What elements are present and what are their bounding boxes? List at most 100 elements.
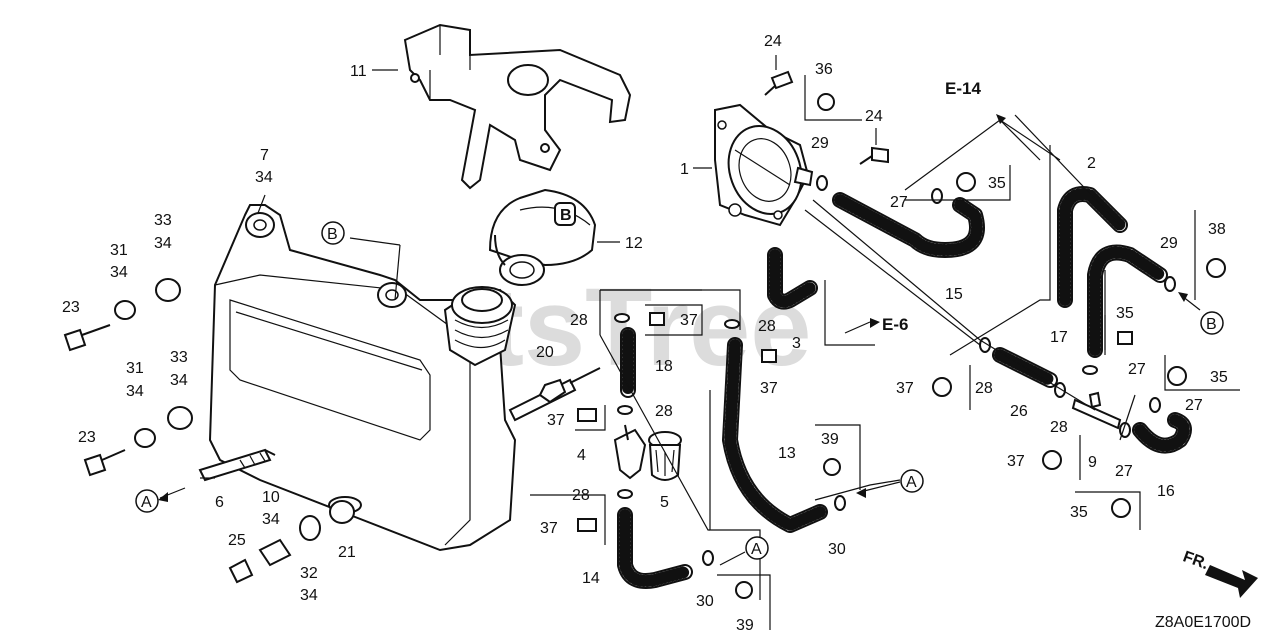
reference-arrows	[158, 114, 1201, 502]
hose-13	[722, 337, 828, 533]
callout-35[interactable]: 35	[1070, 504, 1088, 521]
hose-16	[1132, 412, 1192, 454]
ref-e14[interactable]: E-14	[945, 79, 981, 98]
svg-text:A: A	[906, 474, 917, 491]
callout-28[interactable]: 28	[572, 487, 590, 504]
callout-30[interactable]: 30	[828, 541, 846, 558]
front-arrow-icon	[1205, 565, 1258, 598]
callout-28[interactable]: 28	[1050, 419, 1068, 436]
callout-26[interactable]: 26	[1010, 403, 1028, 420]
washer-31b	[134, 428, 156, 448]
callout-27[interactable]: 27	[1115, 463, 1133, 480]
callout-27[interactable]: 27	[1185, 397, 1203, 414]
callout-31[interactable]: 31	[110, 242, 128, 259]
callout-27[interactable]: 27	[1128, 361, 1146, 378]
fuel-joint-20	[508, 367, 601, 422]
callout-39[interactable]: 39	[736, 617, 754, 634]
callout-35[interactable]: 35	[988, 175, 1006, 192]
callout-6[interactable]: 6	[215, 494, 224, 511]
callout-33[interactable]: 33	[170, 349, 188, 366]
callout-4[interactable]: 4	[577, 447, 586, 464]
callout-25[interactable]: 25	[228, 532, 246, 549]
small-clamps	[614, 175, 1176, 566]
callout-28[interactable]: 28	[758, 318, 776, 335]
callout-29[interactable]: 29	[1160, 235, 1178, 252]
callout-11[interactable]: 11	[350, 63, 367, 80]
washer-31a	[114, 300, 136, 320]
callout-30[interactable]: 30	[696, 593, 714, 610]
callout-10[interactable]: 10	[262, 489, 280, 506]
ref-marker-a3: A	[745, 536, 769, 560]
callout-35[interactable]: 35	[1116, 305, 1134, 322]
callout-17[interactable]: 17	[1050, 329, 1068, 346]
callout-34[interactable]: 34	[170, 372, 188, 389]
svg-text:B: B	[1206, 316, 1217, 333]
svg-text:B: B	[560, 207, 572, 224]
callout-37[interactable]: 37	[680, 312, 698, 329]
ref-marker-a2: A	[900, 469, 924, 493]
callout-2[interactable]: 2	[1087, 155, 1096, 172]
callout-32[interactable]: 32	[300, 565, 318, 582]
callout-15[interactable]: 15	[945, 286, 963, 303]
control-bracket	[403, 23, 632, 190]
callout-35[interactable]: 35	[1210, 369, 1228, 386]
callout-27[interactable]: 27	[890, 194, 908, 211]
washer-21	[329, 500, 355, 524]
ref-marker-b2: B	[1200, 311, 1224, 335]
fuel-pump	[714, 103, 814, 227]
callout-13[interactable]: 13	[778, 445, 796, 462]
callout-34[interactable]: 34	[126, 383, 144, 400]
callout-34[interactable]: 34	[154, 235, 172, 252]
hose-15	[832, 192, 985, 258]
callout-37[interactable]: 37	[547, 412, 565, 429]
front-label: FR.	[1181, 548, 1211, 573]
callout-39[interactable]: 39	[821, 431, 839, 448]
callout-37[interactable]: 37	[896, 380, 914, 397]
callout-16[interactable]: 16	[1157, 483, 1175, 500]
callout-33[interactable]: 33	[154, 212, 172, 229]
callout-29[interactable]: 29	[811, 135, 829, 152]
bolt-24a	[764, 70, 794, 96]
callout-28[interactable]: 28	[655, 403, 673, 420]
hose-3	[767, 247, 818, 310]
svg-text:A: A	[141, 494, 152, 511]
callout-21[interactable]: 21	[338, 544, 356, 561]
fuel-tank	[208, 204, 517, 552]
callout-24[interactable]: 24	[764, 33, 782, 50]
callout-36[interactable]: 36	[815, 61, 833, 78]
fuel-filter-4	[613, 424, 647, 480]
hose-17	[1087, 244, 1168, 358]
callout-37[interactable]: 37	[1007, 453, 1025, 470]
drain-plug-10	[258, 538, 292, 567]
callout-34[interactable]: 34	[300, 587, 318, 604]
callout-28[interactable]: 28	[570, 312, 588, 329]
grommet-33b	[167, 406, 193, 430]
callout-3[interactable]: 3	[792, 335, 801, 352]
callout-34[interactable]: 34	[262, 511, 280, 528]
ref-e6[interactable]: E-6	[882, 315, 908, 334]
callout-9[interactable]: 9	[1088, 454, 1097, 471]
diagram-code: Z8A0E1700D	[1155, 614, 1251, 631]
callout-34[interactable]: 34	[255, 169, 273, 186]
callout-38[interactable]: 38	[1208, 221, 1226, 238]
fuel-cap: B	[488, 188, 597, 286]
callout-18[interactable]: 18	[655, 358, 673, 375]
callout-31[interactable]: 31	[126, 360, 144, 377]
callout-14[interactable]: 14	[582, 570, 600, 587]
callout-20[interactable]: 20	[536, 344, 554, 361]
drain-bolt-25	[228, 558, 254, 584]
clip-icons	[577, 93, 1226, 599]
callout-24[interactable]: 24	[865, 108, 883, 125]
callout-23[interactable]: 23	[78, 429, 96, 446]
callout-28[interactable]: 28	[975, 380, 993, 397]
callout-37[interactable]: 37	[760, 380, 778, 397]
callout-12[interactable]: 12	[625, 235, 643, 252]
callout-34[interactable]: 34	[110, 264, 128, 281]
callout-37[interactable]: 37	[540, 520, 558, 537]
callout-5[interactable]: 5	[660, 494, 669, 511]
callout-23[interactable]: 23	[62, 299, 80, 316]
callout-1[interactable]: 1	[680, 161, 689, 178]
grommet-33a	[155, 278, 181, 302]
callout-7[interactable]: 7	[260, 147, 269, 164]
